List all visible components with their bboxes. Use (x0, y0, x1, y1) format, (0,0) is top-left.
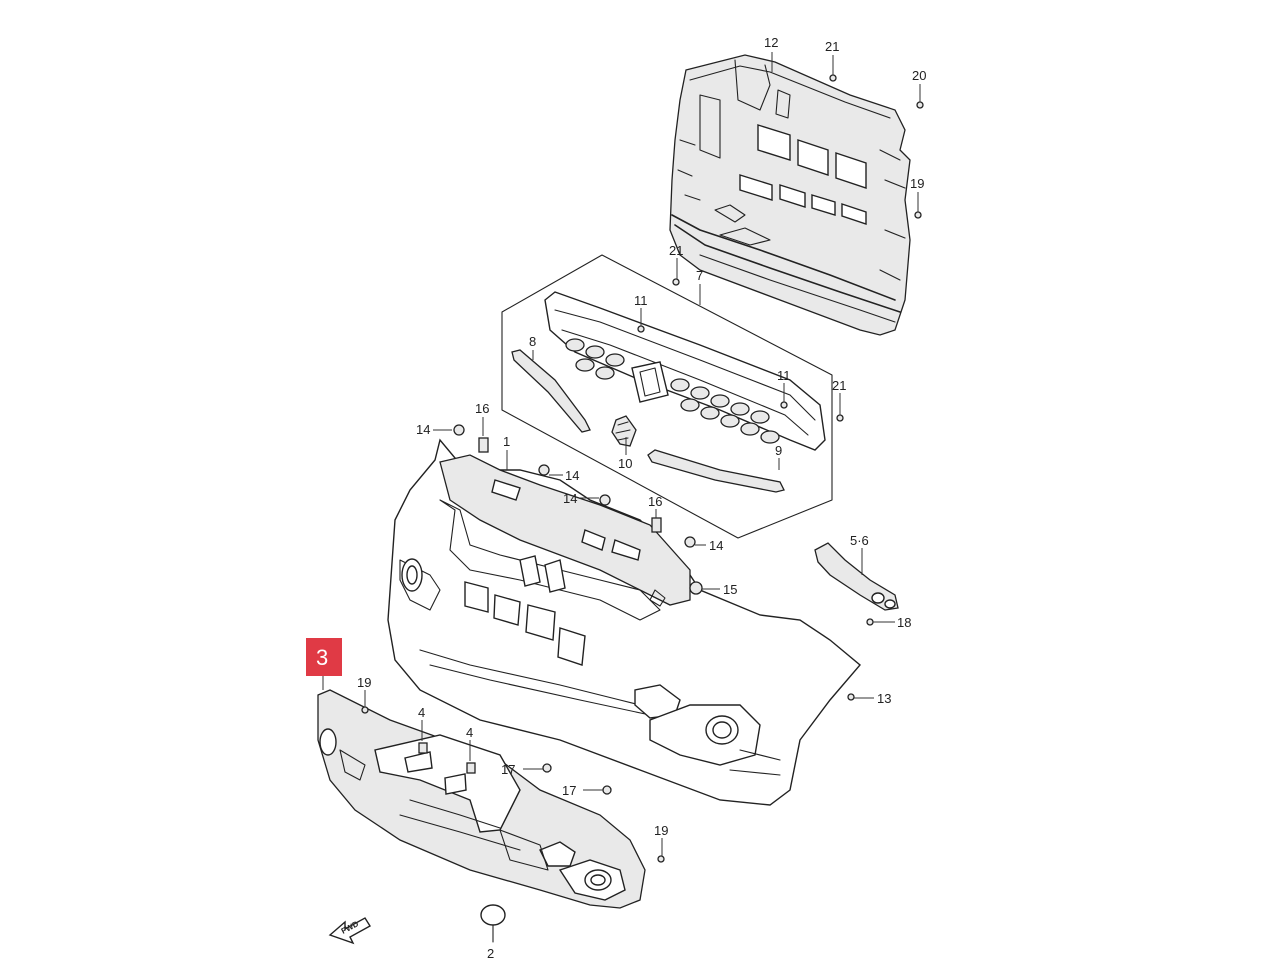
callout-4-left: 4 (418, 705, 425, 720)
part-9-moulding (647, 449, 785, 493)
callout-labels: 12 21 20 19 21 7 11 8 11 21 14 16 1 14 1… (357, 35, 926, 960)
callout-15: 15 (723, 582, 737, 597)
callout-21-right: 21 (832, 378, 846, 393)
callout-10: 10 (618, 456, 632, 471)
callout-5-6: 5·6 (850, 533, 869, 548)
callout-4-right: 4 (466, 725, 473, 740)
part-7-grille-group-outline (501, 254, 833, 539)
callout-21-mid: 21 (669, 243, 683, 258)
callout-7: 7 (696, 268, 703, 283)
callout-8: 8 (529, 334, 536, 349)
callout-19-right: 19 (910, 176, 924, 191)
callout-21-top: 21 (825, 39, 839, 54)
grille-mesh (565, 338, 780, 444)
callout-9: 9 (775, 443, 782, 458)
part-5-6-bracket (814, 542, 899, 611)
part-1-front-bumper (387, 438, 861, 806)
callout-17-right: 17 (562, 783, 576, 798)
part-12-upper-support (669, 54, 911, 336)
callout-14-right: 14 (709, 538, 723, 553)
part-10-emblem (611, 415, 637, 447)
callout-18: 18 (897, 615, 911, 630)
part-7-grille (544, 291, 826, 451)
callout-14-lower: 14 (563, 491, 577, 506)
highlight-badge-part-3[interactable]: 3 (306, 638, 342, 676)
callout-19-left: 19 (357, 675, 371, 690)
callout-20: 20 (912, 68, 926, 83)
callout-14-mid: 14 (565, 468, 579, 483)
part-3-lower-garnish (317, 689, 646, 909)
callout-19-bottom: 19 (654, 823, 668, 838)
callout-17-left: 17 (501, 762, 515, 777)
fwd-arrow-icon: FWD (328, 917, 371, 945)
callout-14-left: 14 (416, 422, 430, 437)
leader-lines (322, 52, 921, 856)
callout-13: 13 (877, 691, 891, 706)
part-2-cap (480, 904, 506, 943)
callout-16-right: 16 (648, 494, 662, 509)
part-8-moulding (511, 349, 591, 433)
callout-1: 1 (503, 434, 510, 449)
fasteners (361, 74, 924, 863)
callout-12: 12 (764, 35, 778, 50)
callout-2: 2 (487, 946, 494, 960)
highlight-badge-label: 3 (316, 645, 328, 670)
callout-16-left: 16 (475, 401, 489, 416)
callout-11-top: 11 (634, 293, 648, 308)
callout-11-right: 11 (777, 368, 791, 383)
